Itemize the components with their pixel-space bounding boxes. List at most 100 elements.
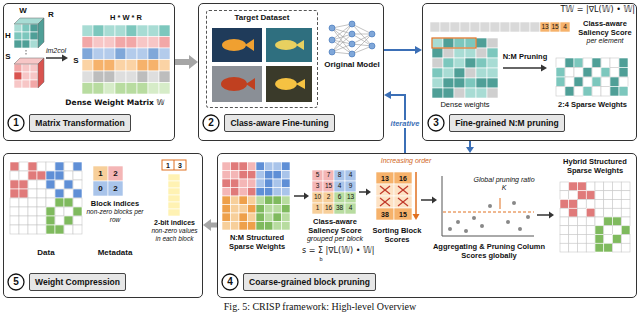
grid-cell (432, 58, 443, 68)
grid-cell (73, 198, 82, 207)
cell-value: 4 (560, 22, 570, 32)
dimension-label: R (46, 10, 56, 20)
grid-cell (239, 162, 248, 171)
node-text: S (71, 56, 81, 66)
cell-value: 1 (93, 166, 108, 181)
grid-cell (55, 216, 64, 225)
cell-value: 15 (323, 181, 334, 192)
grid-cell (569, 182, 578, 191)
step-title: Class-aware Fine-tuning (224, 114, 335, 132)
weight-grids (10, 22, 630, 252)
grid-cell (312, 192, 323, 203)
dimension-label: W (18, 6, 28, 16)
fish-images (212, 28, 312, 102)
grid-cell (565, 58, 574, 68)
grid-cell (82, 83, 93, 95)
kernel-grid (14, 24, 38, 48)
kernel-cube (38, 58, 44, 88)
score-scatter (456, 220, 460, 224)
grid-cell (394, 172, 412, 184)
grid-cell (19, 189, 28, 198)
grid-cell (115, 83, 126, 95)
grid-cell (432, 68, 443, 78)
grid-cell (115, 48, 126, 60)
grid-cell (560, 217, 569, 226)
grid-cell (222, 171, 231, 180)
grid-cell (248, 162, 257, 171)
node-text: Original Model (322, 60, 382, 70)
grid-cell (37, 198, 46, 207)
grid-cell (265, 188, 274, 197)
grid-cell (476, 88, 487, 98)
grid-cell (282, 213, 291, 222)
grid-cell (231, 196, 240, 205)
grid-cell (104, 83, 115, 95)
grid-cell (619, 58, 628, 68)
grid-cell (28, 198, 37, 207)
grid-cell (574, 68, 583, 78)
grid-cell (560, 226, 569, 235)
grid-cell (376, 172, 394, 184)
hybrid-matrix (560, 182, 630, 252)
connector-line (384, 49, 415, 51)
grid-cell (55, 225, 64, 234)
model-icon (329, 21, 375, 57)
grid-cell (465, 48, 476, 58)
grid-cell (19, 198, 28, 207)
grid-cell (430, 22, 440, 32)
grid-cell (104, 60, 115, 72)
grid-cell (578, 243, 587, 252)
grid-cell (578, 208, 587, 217)
cell-value: 7 (323, 170, 334, 181)
figure-caption: Fig. 5: CRISP framework: High-level Over… (0, 301, 640, 313)
grid-cell (432, 48, 443, 58)
grid-cell (265, 213, 274, 222)
fish-images (212, 28, 262, 62)
grid-cell (282, 205, 291, 214)
grid-cell (231, 222, 240, 231)
grid-cell (569, 243, 578, 252)
model-link (352, 34, 372, 44)
grid-cell (376, 184, 394, 196)
grid-cell (454, 88, 465, 98)
grid-cell (583, 77, 592, 87)
grid-cell (476, 38, 487, 48)
grid-cell (556, 77, 565, 87)
grid-cell (621, 235, 630, 244)
pruning-arrow (503, 65, 547, 72)
grid-cell (55, 171, 64, 180)
model-neuron (369, 43, 375, 49)
score-scatter (442, 176, 534, 236)
grid-cell (239, 171, 248, 180)
grid-cell (22, 32, 30, 40)
grid-cell (394, 184, 412, 196)
grid-cell (595, 217, 604, 226)
grid-cell (565, 87, 574, 97)
score-scatter (518, 227, 522, 231)
grid-cell (376, 196, 394, 208)
grid-cell (115, 71, 126, 83)
grid-cell (256, 179, 265, 188)
grid-cell (14, 72, 22, 80)
kernel-grid (14, 64, 38, 88)
grid-cell (569, 235, 578, 244)
grid-cell (323, 192, 334, 203)
grid-cell (126, 83, 137, 95)
grid-cell (265, 222, 274, 231)
score-scatter (500, 198, 501, 209)
node-text: Data (10, 248, 82, 258)
grid-cell (273, 213, 282, 222)
grid-cell (265, 171, 274, 180)
grid-cell (595, 200, 604, 209)
grid-cell (126, 48, 137, 60)
step-title: Matrix Transformation (29, 114, 131, 132)
grid-cell (248, 213, 257, 222)
pruned-marks (380, 186, 390, 194)
node-text: 2-bit indices (148, 219, 201, 227)
grid-cell (586, 191, 595, 200)
grid-cell (592, 77, 601, 87)
grid-cell (394, 196, 412, 208)
grid-cell (604, 217, 613, 226)
grid-cell (595, 191, 604, 200)
